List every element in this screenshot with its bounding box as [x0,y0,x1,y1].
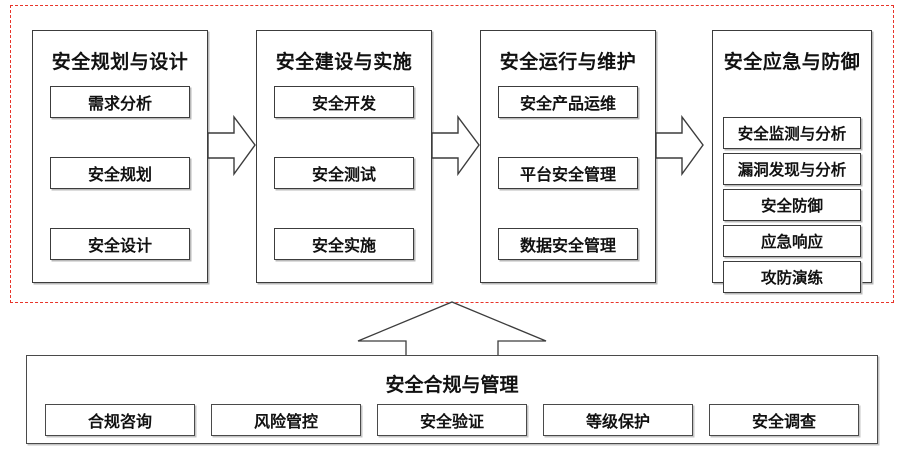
phase-box-security-emergency-defense[interactable]: 安全应急与防御 安全监测与分析 漏洞发现与分析 安全防御 应急响应 攻防演练 [712,30,872,293]
phase-box-security-operation-maintenance[interactable]: 安全运行与维护 安全产品运维 平台安全管理 数据安全管理 [480,30,656,283]
phase-item[interactable]: 安全规划 [50,157,190,189]
phase-item[interactable]: 安全开发 [274,86,414,118]
phase-title: 安全运行与维护 [499,52,637,73]
phase-title: 安全应急与防御 [723,52,861,73]
governance-item[interactable]: 等级保护 [543,404,693,436]
governance-item[interactable]: 风险管控 [211,404,361,436]
phase-item[interactable]: 安全设计 [50,228,190,260]
phase-item-list: 安全开发 安全测试 安全实施 [257,86,431,272]
arrow-phase3-to-phase4 [656,113,704,178]
phase-title: 安全规划与设计 [51,52,189,73]
phase-item[interactable]: 安全监测与分析 [723,117,861,149]
arrow-phase1-to-phase2 [208,113,256,178]
phase-box-security-build-implement[interactable]: 安全建设与实施 安全开发 安全测试 安全实施 [256,30,432,283]
arrow-governance-to-lifecycle [356,300,548,358]
phase-item-list: 安全产品运维 平台安全管理 数据安全管理 [481,86,655,272]
phase-item[interactable]: 需求分析 [50,86,190,118]
phase-item[interactable]: 应急响应 [723,225,861,257]
governance-item[interactable]: 安全验证 [377,404,527,436]
governance-title: 安全合规与管理 [385,375,519,396]
governance-item-list: 合规咨询 风险管控 安全验证 等级保护 安全调查 [45,404,859,436]
phase-item-list: 需求分析 安全规划 安全设计 [33,86,207,272]
phase-title: 安全建设与实施 [275,52,413,73]
phase-item[interactable]: 攻防演练 [723,261,861,293]
governance-item[interactable]: 安全调查 [709,404,859,436]
phase-item[interactable]: 安全产品运维 [498,86,638,118]
phase-item[interactable]: 漏洞发现与分析 [723,153,861,185]
phase-box-security-planning-design[interactable]: 安全规划与设计 需求分析 安全规划 安全设计 [32,30,208,283]
arrow-phase2-to-phase3 [432,113,480,178]
phase-item[interactable]: 安全防御 [723,189,861,221]
phase-item[interactable]: 安全实施 [274,228,414,260]
governance-item[interactable]: 合规咨询 [45,404,195,436]
phase-item[interactable]: 数据安全管理 [498,228,638,260]
phase-item[interactable]: 安全测试 [274,157,414,189]
governance-panel[interactable]: 安全合规与管理 合规咨询 风险管控 安全验证 等级保护 安全调查 [26,355,878,444]
phase-item[interactable]: 平台安全管理 [498,157,638,189]
phase-item-list: 安全监测与分析 漏洞发现与分析 安全防御 应急响应 攻防演练 [713,86,871,293]
